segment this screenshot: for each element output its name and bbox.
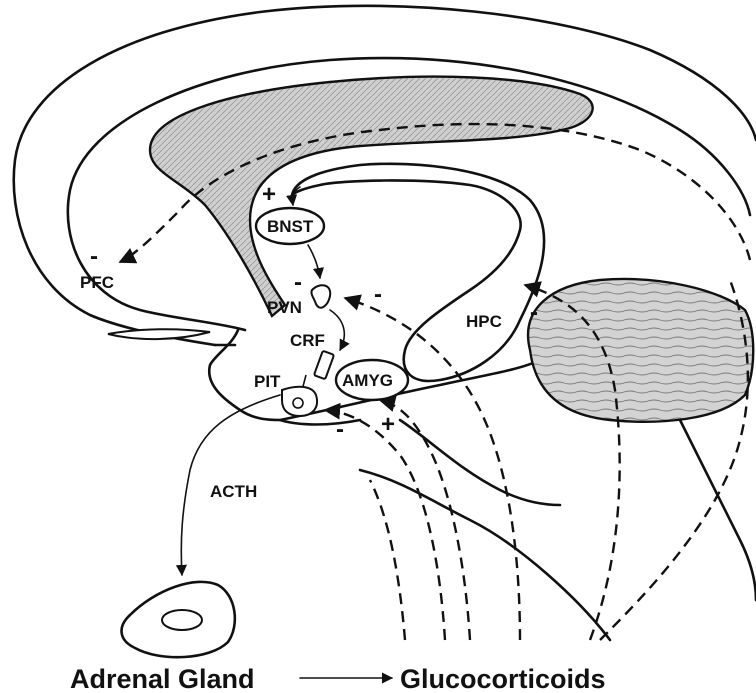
pit-sign: - <box>336 416 344 443</box>
bnst-to-pvn-arrow <box>308 245 320 278</box>
spinal-cord-right <box>680 420 756 600</box>
brainstem-lower <box>400 420 560 505</box>
pfc-sign: - <box>90 243 98 270</box>
amyg-sign: + <box>381 411 395 438</box>
acth-label: ACTH <box>210 482 257 501</box>
hpc-label: HPC <box>466 312 502 331</box>
pituitary-gland <box>282 387 317 416</box>
hippocampus-loop <box>292 164 544 381</box>
amyg-label: AMYG <box>342 371 393 390</box>
crf-cell <box>314 351 334 380</box>
anterior-commissure <box>108 329 210 339</box>
pvn-label: PVN <box>267 298 302 317</box>
feedback-line-pvn <box>345 298 520 640</box>
pvn-nucleus <box>311 285 330 308</box>
adrenal-medulla <box>162 610 202 630</box>
hpc-sign: - <box>530 299 538 326</box>
crf-label: CRF <box>290 331 325 350</box>
spinal-cord-left <box>360 470 610 640</box>
hypothalamus-sign: - <box>374 281 382 308</box>
feedback-line-outer-left <box>370 480 405 640</box>
glucocorticoids-label: Glucocorticoids <box>400 664 606 693</box>
bnst-label: BNST <box>267 217 314 236</box>
pvn-to-pit-arrow <box>330 310 344 350</box>
adrenal-gland-label: Adrenal Gland <box>70 664 255 693</box>
pit-label: PIT <box>254 372 281 391</box>
pvn-sign: - <box>294 269 302 296</box>
bnst-sign: + <box>262 181 276 208</box>
pfc-label: PFC <box>80 273 114 292</box>
